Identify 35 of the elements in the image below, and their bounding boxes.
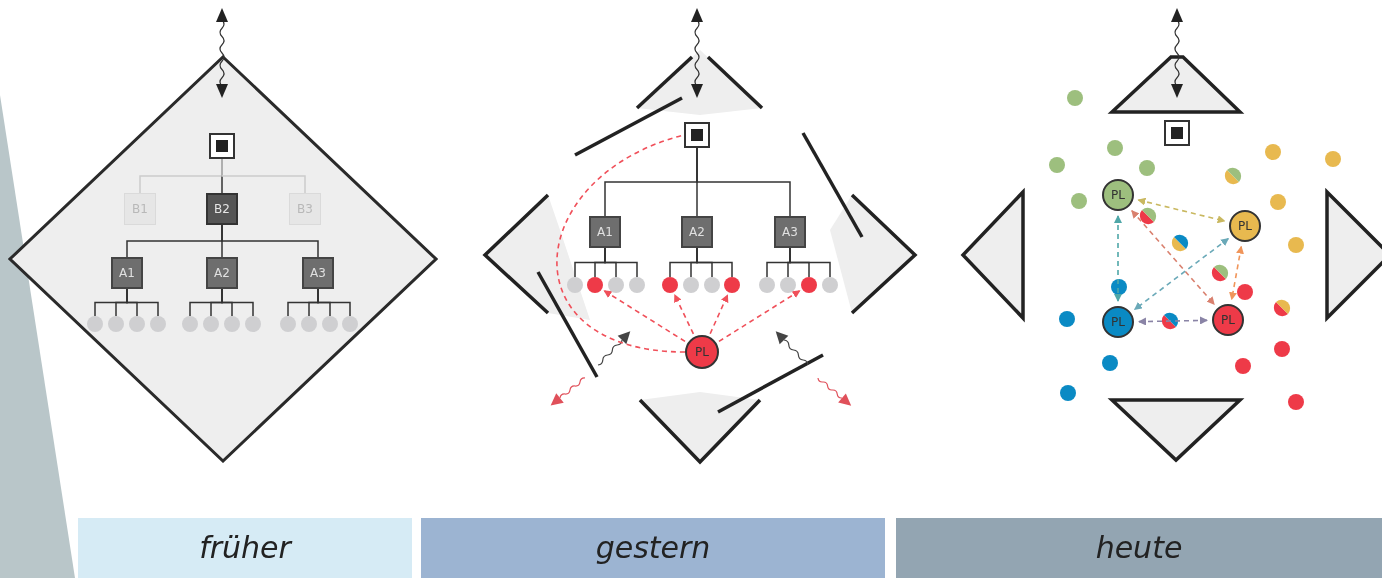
arrow xyxy=(1131,209,1215,306)
connector-line xyxy=(221,224,319,258)
arrow xyxy=(718,290,801,343)
era-band: heute xyxy=(896,518,1382,578)
arrow xyxy=(603,290,686,343)
unit-box: A3 xyxy=(302,257,334,289)
connector-line xyxy=(556,134,686,353)
era-band: gestern xyxy=(421,518,885,578)
era-band: früher xyxy=(78,518,412,578)
connector-line xyxy=(221,158,306,194)
diamond-frame xyxy=(8,55,438,463)
connector-line xyxy=(126,288,159,317)
arrow xyxy=(1138,316,1208,326)
head-square xyxy=(209,133,235,159)
unit-box: A1 xyxy=(589,216,621,248)
connector-line xyxy=(696,147,791,217)
arrow xyxy=(1229,245,1244,301)
connector-line xyxy=(221,288,254,317)
connector-line xyxy=(604,247,638,278)
arrow xyxy=(673,294,695,335)
unit-box: B2 xyxy=(206,193,238,225)
connector-line xyxy=(696,247,733,278)
arrow xyxy=(1137,197,1226,224)
arrow xyxy=(709,294,729,335)
connector-line xyxy=(789,247,831,278)
unit-box: A2 xyxy=(206,257,238,289)
head-square xyxy=(684,122,710,148)
unit-box: A3 xyxy=(774,216,806,248)
side-band xyxy=(0,95,75,578)
unit-box: A2 xyxy=(681,216,713,248)
connector-line xyxy=(317,288,351,317)
unit-box: A1 xyxy=(111,257,143,289)
head-square xyxy=(1164,120,1190,146)
arrow xyxy=(1133,237,1230,311)
arrow xyxy=(1114,215,1122,302)
